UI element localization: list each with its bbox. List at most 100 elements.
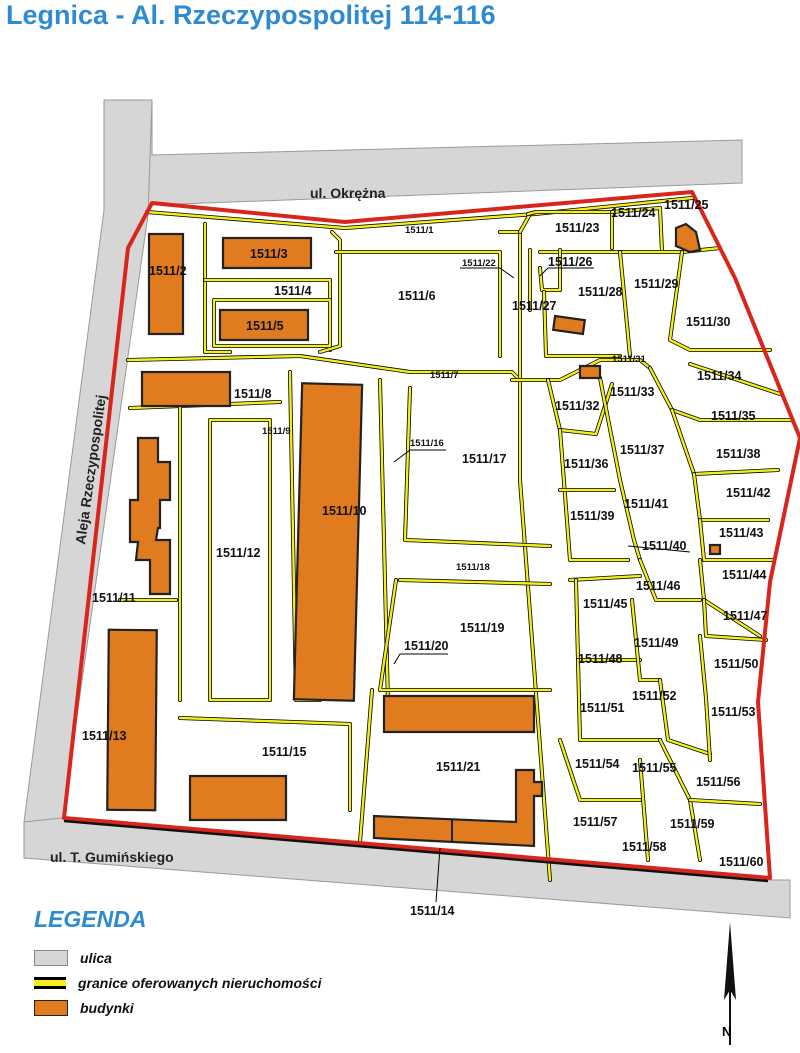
parcel-label-1511-26: 1511/26 bbox=[548, 255, 593, 269]
parcel-boundary-line bbox=[208, 418, 272, 702]
parcel-boundaries bbox=[118, 196, 792, 882]
parcel-label-1511-55: 1511/55 bbox=[632, 761, 677, 775]
legend-label: granice oferowanych nieruchomości bbox=[78, 975, 322, 991]
parcel-boundary-line bbox=[358, 688, 374, 844]
building bbox=[128, 436, 172, 596]
building bbox=[674, 222, 702, 254]
parcel-label-1511-11: 1511/11 bbox=[92, 591, 136, 605]
parcel-label-1511-46: 1511/46 bbox=[636, 579, 681, 593]
parcel-boundary-line bbox=[702, 598, 768, 642]
legend-item-buildings: budynki bbox=[34, 1000, 134, 1016]
legend-swatch-building bbox=[34, 1000, 68, 1016]
parcel-boundary-line bbox=[568, 574, 642, 582]
parcel-boundary-line bbox=[558, 428, 630, 562]
parcel-label-1511-44: 1511/44 bbox=[722, 568, 767, 582]
parcel-boundary-line bbox=[526, 210, 614, 250]
building bbox=[551, 314, 587, 336]
parcel-label-1511-58: 1511/58 bbox=[622, 840, 667, 854]
parcel-label-1511-27: 1511/27 bbox=[512, 299, 557, 313]
parcel-boundary-line bbox=[126, 354, 522, 382]
parcel-boundary-line bbox=[658, 678, 712, 756]
parcel-label-1511-41: 1511/41 bbox=[624, 497, 669, 511]
parcel-label-1511-32: 1511/32 bbox=[555, 399, 600, 413]
parcel-boundary-line bbox=[574, 578, 642, 662]
street-label-okrezna: ul. Okrężna bbox=[310, 185, 386, 201]
parcel-label-1511-40: 1511/40 bbox=[642, 539, 687, 553]
parcel-label-1511-36: 1511/36 bbox=[564, 457, 609, 471]
parcel-label-1511-20: 1511/20 bbox=[404, 639, 449, 653]
parcel-boundary-line bbox=[178, 716, 352, 812]
building bbox=[708, 543, 722, 556]
legend-label: ulica bbox=[80, 950, 112, 966]
parcel-boundary-line bbox=[698, 518, 774, 562]
parcel-boundary-line bbox=[542, 290, 622, 358]
parcel-label-1511-38: 1511/38 bbox=[716, 447, 761, 461]
building bbox=[188, 774, 288, 822]
parcel-boundary-line bbox=[668, 250, 772, 352]
parcel-label-1511-50: 1511/50 bbox=[714, 657, 759, 671]
parcel-boundary-line bbox=[638, 758, 650, 862]
parcel-label-1511-7: 1511/7 bbox=[430, 370, 459, 381]
map-title: Legnica - Al. Rzeczypospolitej 114-116 bbox=[6, 0, 496, 30]
parcel-label-1511-14: 1511/14 bbox=[410, 904, 455, 918]
parcel-boundary-line bbox=[668, 250, 772, 352]
parcel-label-1511-43: 1511/43 bbox=[719, 526, 764, 540]
parcel-boundary-line bbox=[145, 196, 694, 230]
building bbox=[221, 236, 313, 270]
legend-item-ulica: ulica bbox=[34, 950, 112, 966]
parcel-label-1511-5: 1511/5 bbox=[246, 319, 284, 333]
parcel-boundary-line bbox=[688, 362, 782, 396]
parcel-boundary-line bbox=[558, 428, 630, 562]
parcel-boundary-line bbox=[510, 358, 652, 382]
building bbox=[292, 382, 364, 702]
buildings bbox=[106, 222, 722, 848]
legend-swatch-boundary bbox=[34, 977, 66, 989]
parcel-label-1511-24: 1511/24 bbox=[611, 206, 656, 220]
parcel-label-1511-9: 1511/9 bbox=[262, 426, 291, 437]
parcel-label-1511-22: 1511/22 bbox=[462, 258, 496, 269]
parcel-boundary-line bbox=[630, 598, 662, 682]
parcel-label-1511-3: 1511/3 bbox=[250, 247, 288, 261]
parcel-boundary-line bbox=[208, 418, 272, 702]
parcel-boundary-line bbox=[546, 378, 614, 436]
street-okrezna bbox=[103, 99, 743, 211]
parcel-label-1511-4: 1511/4 bbox=[274, 284, 312, 298]
leader-lines bbox=[393, 267, 691, 903]
parcel-label-1511-13: 1511/13 bbox=[82, 729, 127, 743]
parcel-label-1511-23: 1511/23 bbox=[555, 221, 600, 235]
parcel-boundary-line bbox=[576, 658, 662, 742]
parcel-label-1511-29: 1511/29 bbox=[634, 277, 679, 291]
parcel-boundary-line bbox=[378, 578, 552, 692]
parcel-boundary-line bbox=[598, 376, 642, 562]
north-arrow-icon: N bbox=[722, 922, 736, 1045]
parcel-label-1511-21: 1511/21 bbox=[436, 760, 481, 774]
parcel-label-1511-48: 1511/48 bbox=[578, 652, 623, 666]
parcel-boundary-line bbox=[212, 298, 332, 348]
parcel-label-1511-39: 1511/39 bbox=[570, 509, 615, 523]
streets bbox=[23, 99, 791, 919]
legend-swatch-street bbox=[34, 950, 68, 966]
parcel-boundary-line bbox=[648, 366, 792, 422]
parcel-boundary-line bbox=[538, 248, 562, 292]
parcel-label-1511-2: 1511/2 bbox=[149, 264, 187, 278]
parcel-boundary-line bbox=[618, 250, 632, 358]
parcel-boundary-line bbox=[203, 222, 232, 354]
building bbox=[382, 694, 536, 734]
parcel-label-1511-60: 1511/60 bbox=[719, 855, 764, 869]
parcel-labels: 1511/11511/21511/31511/41511/51511/61511… bbox=[82, 198, 771, 918]
parcel-label-1511-35: 1511/35 bbox=[711, 409, 756, 423]
parcel-label-1511-25: 1511/25 bbox=[664, 198, 709, 212]
parcel-label-1511-42: 1511/42 bbox=[726, 486, 771, 500]
parcel-boundary-line bbox=[574, 578, 642, 662]
parcel-label-1511-52: 1511/52 bbox=[632, 689, 677, 703]
building bbox=[106, 628, 158, 812]
parcel-label-1511-15: 1511/15 bbox=[262, 745, 307, 759]
legend-label: budynki bbox=[80, 1000, 134, 1016]
building bbox=[372, 768, 544, 848]
parcel-label-1511-31: 1511/31 bbox=[612, 354, 647, 365]
parcel-boundary-line bbox=[378, 578, 552, 692]
parcel-label-1511-47: 1511/47 bbox=[723, 609, 768, 623]
parcel-boundary-line bbox=[403, 386, 552, 548]
parcel-label-1511-53: 1511/53 bbox=[711, 705, 756, 719]
